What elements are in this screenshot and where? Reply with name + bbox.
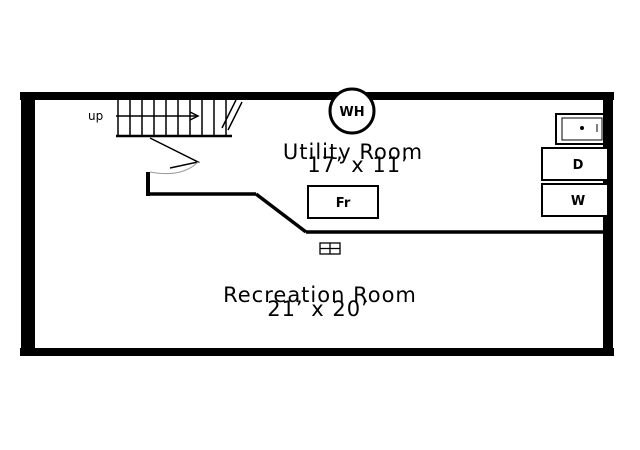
washer: W (541, 183, 609, 217)
laundry-sink (555, 113, 609, 145)
furnace: Fr (307, 185, 379, 219)
dryer-label: D (573, 158, 584, 173)
utility-room-dimensions: 17’ x 11’ (307, 153, 409, 177)
water-heater: WH (328, 87, 376, 135)
utility-room-name: Utility Room (283, 140, 423, 164)
recreation-room-name: Recreation Room (223, 283, 417, 307)
stairs-label: up (88, 109, 103, 123)
utility-door (149, 137, 201, 175)
staircase (116, 96, 243, 138)
utility-walls (146, 172, 606, 234)
floor-drain (319, 242, 341, 255)
furnace-label: Fr (336, 196, 351, 211)
dryer: D (541, 147, 609, 181)
recreation-room-dimensions: 21’ x 20’ (267, 297, 369, 321)
water-heater-label: WH (339, 105, 364, 120)
washer-label: W (571, 194, 585, 209)
